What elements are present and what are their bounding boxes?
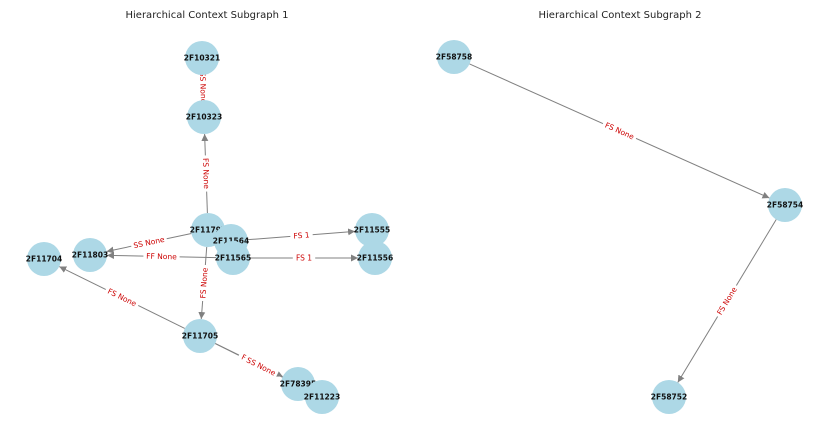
edge-label-bg — [200, 155, 212, 192]
node-label: 2F11705 — [182, 332, 218, 341]
node-2F10321[interactable]: 2F10321 — [184, 41, 220, 75]
edge-label-bg — [600, 119, 639, 143]
node-2F11556[interactable]: 2F11556 — [357, 241, 393, 275]
nodes-layer: 2F10321 2F10323 2F11797 2F11564 2F11565 2F115… — [26, 40, 803, 414]
edge-label-2F58754-2F58752: FS None — [713, 282, 741, 320]
node-label: 2F11797 — [190, 226, 226, 235]
node-circle — [185, 41, 219, 75]
node-circle — [437, 40, 471, 74]
node-circle — [216, 241, 250, 275]
edge-label-bg — [197, 264, 211, 302]
edge-label-text: FS 1 — [293, 230, 310, 240]
edge-label-text: SS None — [133, 235, 166, 250]
node-circle — [652, 380, 686, 414]
edge-label-2F11705-2F11704: FS None — [103, 285, 141, 310]
node-label: 2F58758 — [436, 53, 472, 62]
node-label: 2F11555 — [354, 226, 390, 235]
node-circle — [305, 380, 339, 414]
node-label: 2F11704 — [26, 255, 62, 264]
edge-label-text: SS None — [198, 72, 208, 104]
node-2F58752[interactable]: 2F58752 — [651, 380, 687, 414]
node-label: 2F58752 — [651, 393, 687, 402]
node-label: 2F11223 — [304, 393, 340, 402]
edges-layer — [59, 63, 777, 390]
node-circle — [27, 242, 61, 276]
edge-label-text: FS None — [201, 158, 211, 190]
subgraph-2-title: Hierarchical Context Subgraph 2 — [539, 10, 702, 21]
edge-label-text: FS 1 — [296, 254, 312, 263]
subgraph-1-title: Hierarchical Context Subgraph 1 — [126, 10, 289, 21]
edge-label-2F11565-2F11556: FS 1 — [292, 253, 316, 263]
node-2F11803[interactable]: 2F11803 — [72, 238, 108, 272]
edge-label-bg — [143, 251, 180, 262]
node-2F11704[interactable]: 2F11704 — [26, 242, 62, 276]
edge-label-bg — [292, 253, 316, 263]
edge-label-text: SS None — [245, 355, 278, 377]
node-2F11565[interactable]: 2F11565 — [215, 241, 251, 275]
edge-label-2F11797-2F11803: SS None — [130, 233, 168, 252]
node-circle — [183, 319, 217, 353]
edge-label-text: FS None — [198, 267, 209, 299]
edge-label-2F58758-2F58754: FS None — [600, 119, 639, 143]
node-label: 2F78395 — [280, 380, 316, 389]
node-2F58758[interactable]: 2F58758 — [436, 40, 472, 74]
node-2F11555[interactable]: 2F11555 — [354, 213, 390, 247]
node-label: 2F10321 — [184, 54, 220, 63]
edge-label-bg — [713, 282, 741, 320]
edge-label-2F11705-2F11223: SS None — [242, 353, 280, 380]
node-label: 2F11564 — [213, 237, 249, 246]
edge-label-bg — [242, 353, 280, 380]
edge-labels-layer: SS None FS None FS 1 FS 1 SS None FF None FS N… — [103, 69, 741, 380]
node-circle — [187, 100, 221, 134]
node-2F11223[interactable]: 2F11223 — [304, 380, 340, 414]
node-label: 2F11803 — [72, 251, 108, 260]
edge-label-bg — [103, 285, 141, 310]
node-circle — [768, 188, 802, 222]
node-2F10323[interactable]: 2F10323 — [186, 100, 222, 134]
edge-label-text: FF None — [146, 252, 177, 262]
edge-label-2F10321-2F10323: SS None — [197, 69, 209, 106]
node-label: 2F11556 — [357, 254, 393, 263]
node-circle — [73, 238, 107, 272]
node-circle — [355, 213, 389, 247]
node-2F11705[interactable]: 2F11705 — [182, 319, 218, 353]
node-2F58754[interactable]: 2F58754 — [767, 188, 803, 222]
edge-label-bg — [130, 233, 168, 252]
node-label: 2F58754 — [767, 201, 803, 210]
node-circle — [358, 241, 392, 275]
node-label: 2F10323 — [186, 113, 222, 122]
edge-label-2F11797-2F11705: FS None — [197, 264, 211, 302]
node-label: 2F11565 — [215, 254, 251, 263]
edge-label-text: FS None — [715, 285, 739, 316]
edge-label-2F11565-2F11803: FF None — [143, 251, 180, 262]
edge-label-bg — [289, 229, 314, 242]
edge-label-2F11797-2F10323: FS None — [200, 155, 212, 192]
edge-label-bg — [197, 69, 209, 106]
edge-label-2F11564-2F11555: FS 1 — [289, 229, 314, 242]
